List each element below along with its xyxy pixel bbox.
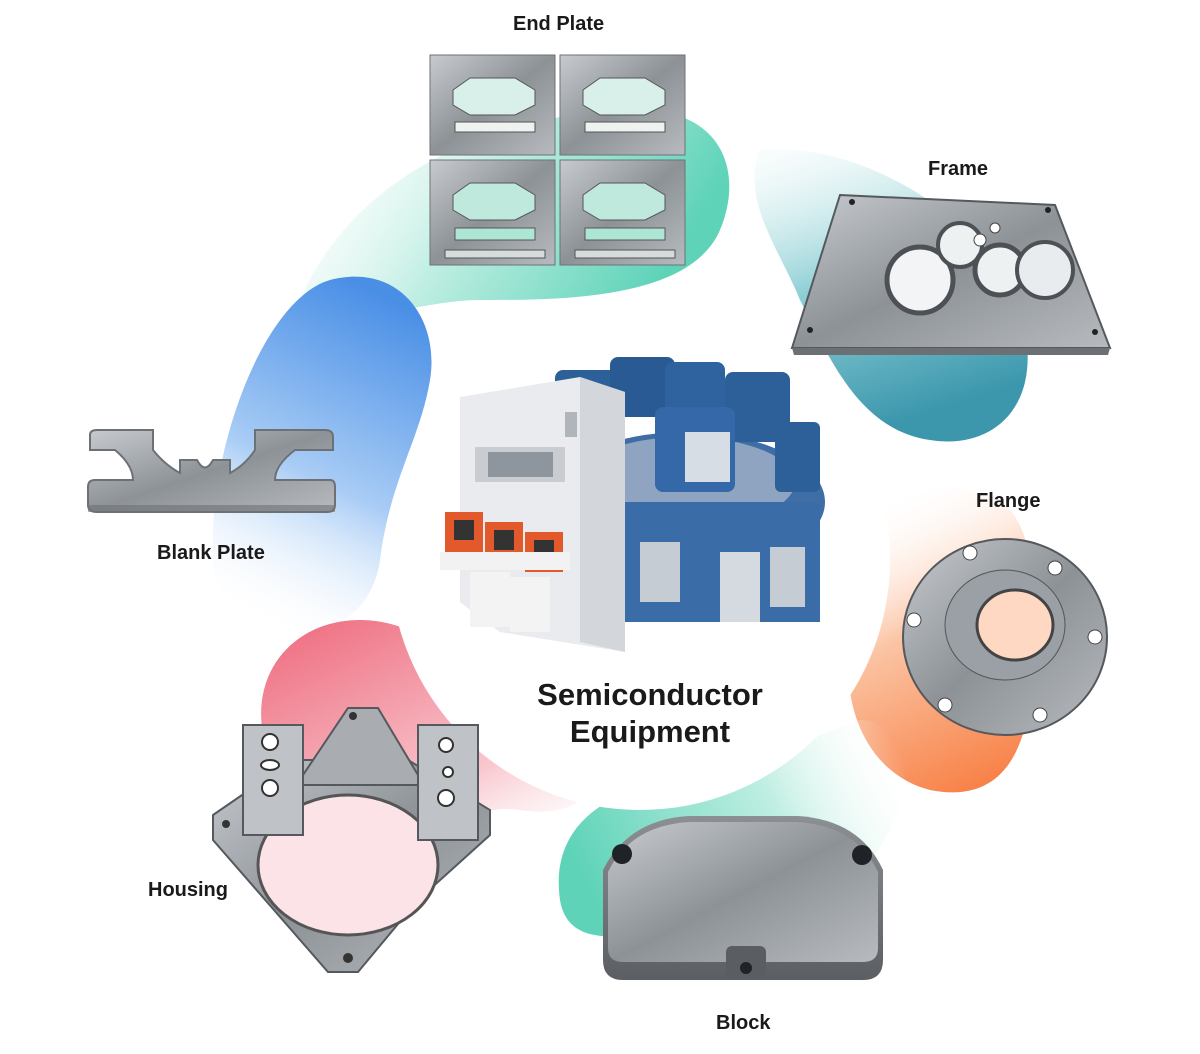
semiconductor-machine-image [440, 357, 825, 652]
block-image [603, 816, 883, 980]
blue-left-blob [212, 276, 432, 634]
center-title: Semiconductor Equipment [450, 676, 850, 750]
end-plate-label: End Plate [513, 13, 605, 35]
center-title-line1: Semiconductor [537, 677, 763, 712]
housing-image [212, 707, 491, 973]
block-label: Block [716, 1012, 771, 1034]
blank-plate-label: Blank Plate [157, 542, 265, 564]
housing-label: Housing [148, 879, 228, 901]
flange-image [902, 538, 1108, 736]
end-plate-image [429, 54, 686, 266]
flange-label: Flange [976, 490, 1041, 512]
center-title-line2: Equipment [569, 714, 731, 749]
blank-plate-image [87, 429, 336, 513]
frame-image [790, 193, 1112, 355]
frame-label: Frame [928, 158, 989, 180]
